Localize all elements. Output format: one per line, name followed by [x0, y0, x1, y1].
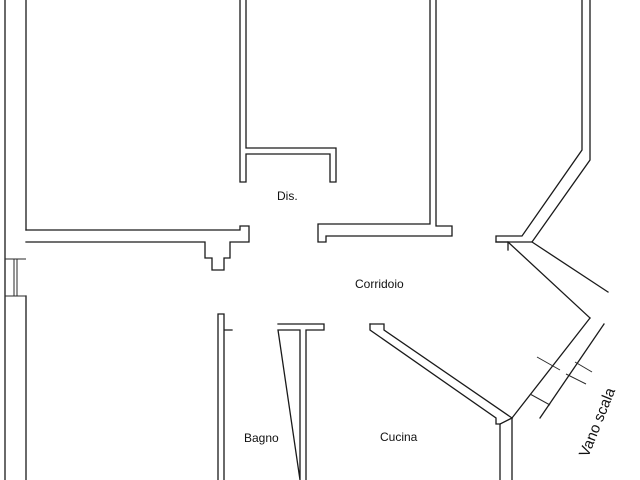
room-label-corridoio: Corridoio — [355, 277, 404, 291]
room-label-vano-scala: Vano scala — [576, 385, 619, 460]
upper-left-room-walls — [25, 225, 250, 271]
dis-partition-walls — [239, 0, 337, 183]
room-label-bagno: Bagno — [244, 431, 279, 445]
room-label-cucina: Cucina — [380, 430, 418, 444]
left-exterior-wall — [4, 0, 27, 480]
bathroom-walls — [217, 313, 325, 480]
room-label-dis: Dis. — [277, 189, 298, 203]
upper-right-room-walls — [317, 0, 453, 243]
kitchen-angled-wall — [369, 323, 514, 480]
left-window — [13, 259, 18, 296]
right-exterior-wall-upper — [495, 0, 591, 243]
stair-lines — [511, 317, 605, 419]
right-angled-walls — [495, 241, 609, 319]
